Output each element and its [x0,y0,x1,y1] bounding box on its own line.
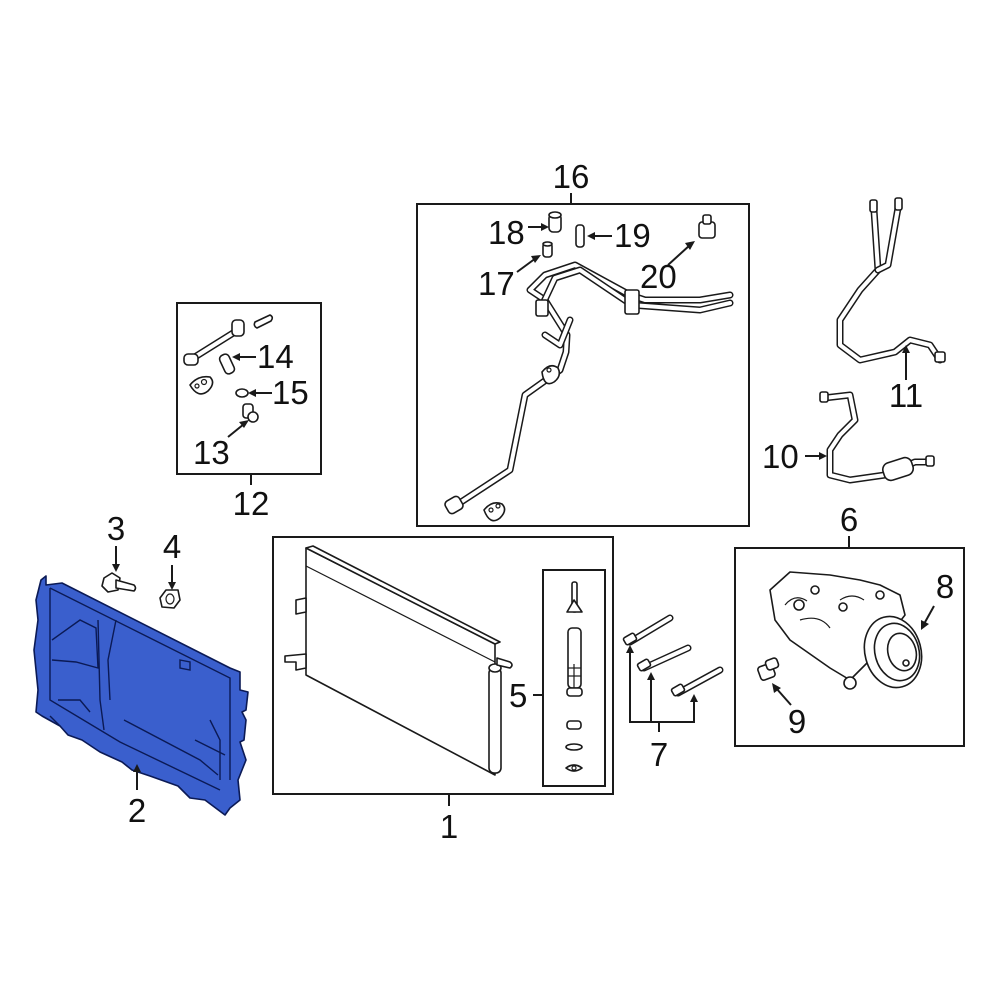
part-11-suction-hose[interactable]: 11 [836,197,946,414]
part-13-valve-core[interactable]: 13 [193,403,259,471]
group-box-12 [176,302,322,475]
callout-18[interactable]: 18 [488,214,525,251]
nut-icon [159,589,181,609]
callout-13[interactable]: 13 [193,434,230,471]
part-15-o-ring[interactable]: 15 [235,374,309,411]
group-box-1 [272,536,614,795]
part-19-valve-core[interactable]: 19 [575,217,651,254]
group-6-compressor[interactable]: 6 8 9 [734,501,965,747]
part-10-discharge-line[interactable]: 10 [762,391,935,484]
callout-2[interactable]: 2 [128,792,146,829]
line-7a [622,614,674,646]
callout-16[interactable]: 16 [553,158,590,195]
callout-17[interactable]: 17 [478,265,515,302]
callout-1[interactable]: 1 [440,808,458,845]
group-box-5 [542,569,606,787]
callout-7[interactable]: 7 [650,736,668,773]
part-20-pressure-sensor[interactable]: 20 [640,214,716,295]
part-8-clutch-pulley[interactable]: 8 [857,568,955,694]
group-1-condenser[interactable]: 1 5 [272,536,614,845]
part-4-nut[interactable]: 4 [159,528,181,609]
callout-4[interactable]: 4 [163,528,181,565]
callout-14[interactable]: 14 [257,338,294,375]
manifold-tube-icon [444,261,734,522]
part-9-pressure-switch[interactable]: 9 [757,657,806,740]
line-7b [636,644,692,672]
group-box-16 [416,203,750,527]
part-2-air-deflector-highlighted[interactable]: 2 [33,575,249,829]
bolt-icon [101,572,137,593]
part-17-cap[interactable]: 17 [478,241,553,302]
deflector-panel-icon [33,575,249,816]
part-5-receiver-drier-kit[interactable]: 5 [509,569,606,787]
callout-9[interactable]: 9 [788,703,806,740]
part-7-lines[interactable]: 7 [622,614,724,773]
condenser-icon [284,545,513,776]
part-14-cap[interactable]: 14 [218,338,294,375]
callout-6[interactable]: 6 [840,501,858,538]
callout-5[interactable]: 5 [509,677,527,714]
short-tube-icon [183,314,274,395]
part-18-cap[interactable]: 18 [488,211,562,251]
part-3-bolt[interactable]: 3 [101,510,137,593]
group-16-manifold-lines[interactable]: 16 18 [416,158,750,527]
callout-10[interactable]: 10 [762,438,799,475]
callout-19[interactable]: 19 [614,217,651,254]
callout-15[interactable]: 15 [272,374,309,411]
line-7c [670,666,724,697]
callout-3[interactable]: 3 [107,510,125,547]
callout-20[interactable]: 20 [640,258,677,295]
callout-11[interactable]: 11 [889,377,923,414]
group-12-liquid-line-kit[interactable]: 12 14 15 13 [176,302,322,522]
callout-12[interactable]: 12 [233,485,270,522]
callout-8[interactable]: 8 [936,568,954,605]
